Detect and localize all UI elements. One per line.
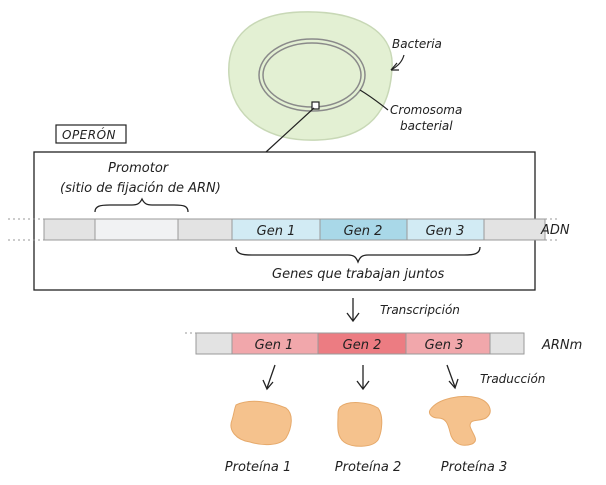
- dna-gene-3-label: Gen 3: [426, 224, 465, 239]
- transcription-arrow-head: [346, 312, 360, 323]
- bacteria-cell: [228, 11, 393, 141]
- dna-segment-left: [43, 218, 96, 241]
- protein-2-label: Proteína 2: [335, 460, 401, 475]
- chromosome-label-line2: bacterial: [400, 119, 453, 133]
- chromosome-zoom-box: [311, 101, 320, 110]
- promoter-brace: [94, 197, 189, 213]
- bacteria-arrow-head: [390, 62, 399, 71]
- chromosome-label-line1: Cromosoma: [390, 103, 462, 117]
- dna-promoter-segment: [94, 218, 179, 241]
- mrna-segment-left: [195, 332, 233, 355]
- dna-operator-segment: [177, 218, 233, 241]
- protein-1-label: Proteína 1: [225, 460, 291, 475]
- protein-1-shape: [230, 400, 292, 446]
- chromosome-pointer: [359, 89, 389, 111]
- translation-label: Traducción: [480, 372, 545, 386]
- promoter-label-line1: Promotor: [108, 161, 170, 176]
- translation-arrow-3: [446, 364, 456, 388]
- zoom-line: [265, 107, 315, 153]
- operon-label: OPERÓN: [62, 127, 116, 142]
- dna-gene-1-label: Gen 1: [257, 224, 296, 239]
- dna-label: ADN: [540, 223, 570, 238]
- translation-arrow-2-head: [356, 380, 370, 391]
- protein-3-label: Proteína 3: [441, 460, 507, 475]
- dna-segment-right: [483, 218, 546, 241]
- operon-label-box: [55, 124, 127, 144]
- translation-arrow-1-head: [262, 379, 274, 391]
- mrna-gene-3-label: Gen 3: [425, 338, 464, 353]
- mrna-label: ARNm: [541, 338, 582, 353]
- dna-gene-2-label: Gen 2: [344, 224, 383, 239]
- bacterial-chromosome-outer: [258, 38, 366, 112]
- mrna-segment-right: [489, 332, 525, 355]
- genes-together-label: Genes que trabajan juntos: [272, 267, 445, 282]
- bacteria-label: Bacteria: [392, 37, 442, 51]
- translation-arrow-1: [266, 364, 276, 389]
- transcription-label: Transcripción: [380, 303, 460, 317]
- genes-brace: [235, 246, 481, 264]
- translation-arrow-3-head: [448, 378, 459, 390]
- protein-3-shape: [429, 396, 491, 446]
- mrna-gene-1-label: Gen 1: [255, 338, 294, 353]
- bacteria-arrow: [390, 54, 405, 71]
- promoter-label-line2: (sitio de fijación de ARN): [60, 181, 221, 196]
- mrna-gene-2-label: Gen 2: [343, 338, 382, 353]
- protein-2-shape: [337, 402, 383, 447]
